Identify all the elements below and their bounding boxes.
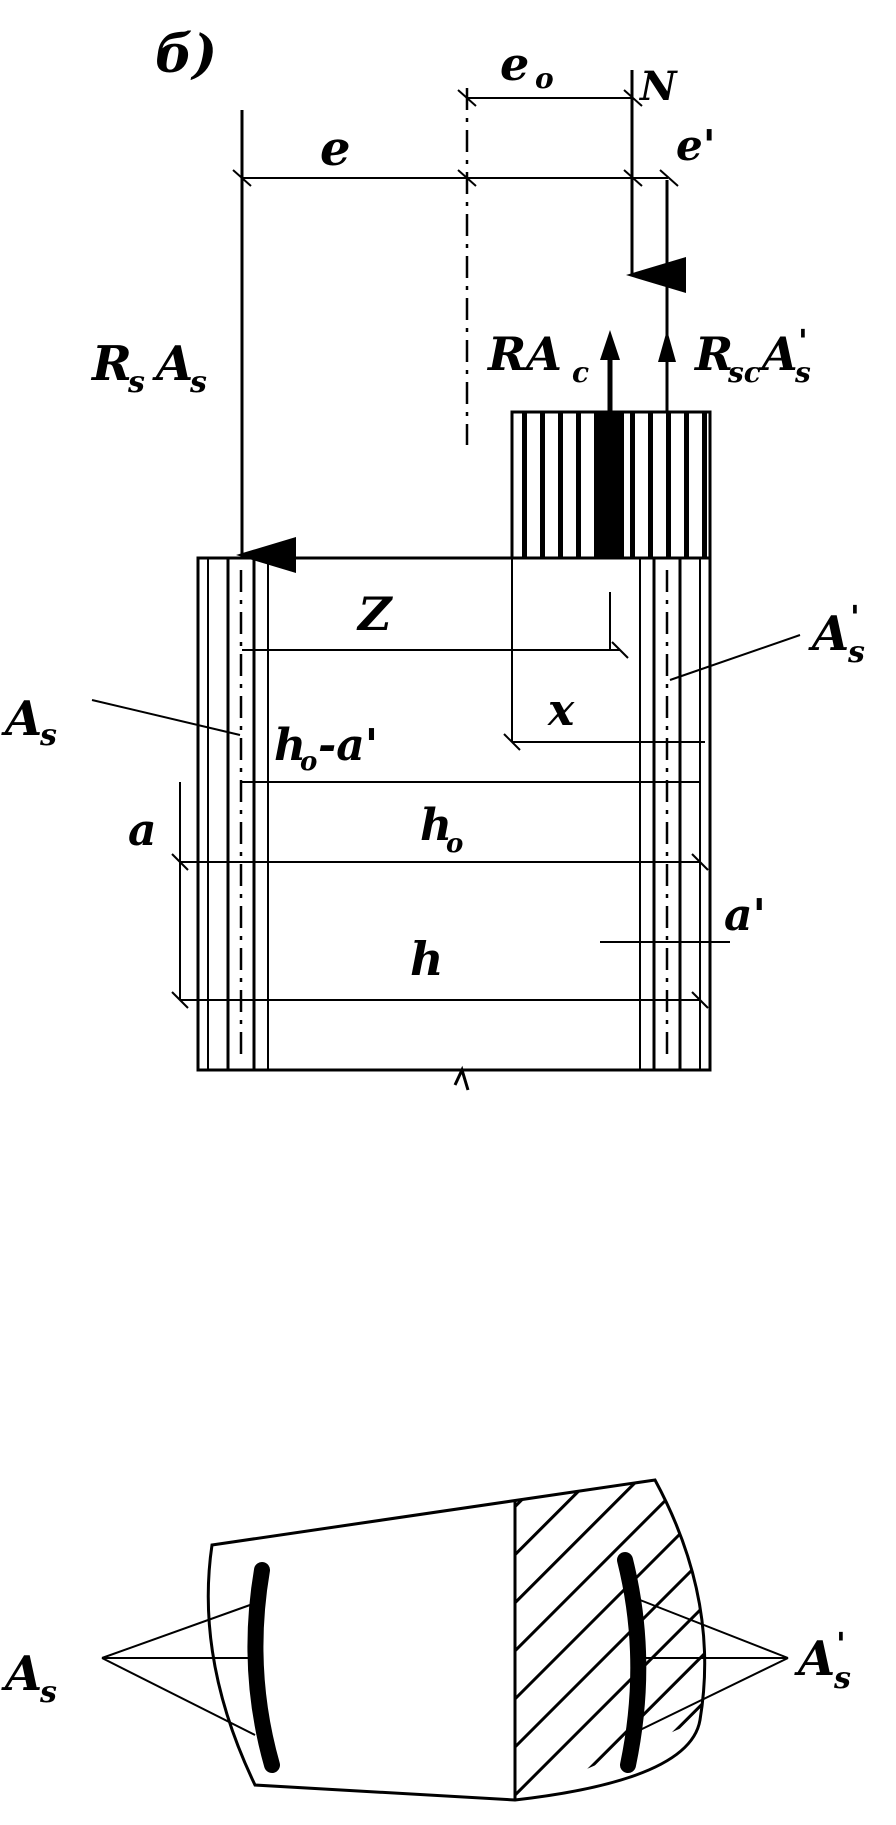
label-h0a: h bbox=[274, 720, 306, 771]
leaders-As-right bbox=[639, 1599, 789, 1731]
label-As-bottom: A bbox=[1, 1646, 42, 1702]
label-As-right: A bbox=[808, 606, 849, 662]
label-e0-sub: o bbox=[535, 62, 554, 95]
label-h0a-rest: -a' bbox=[318, 720, 378, 771]
compression-zone bbox=[510, 410, 712, 560]
label-As-prime-bottom-sub: s bbox=[833, 1661, 851, 1696]
rebar-right bbox=[617, 1552, 647, 1773]
label-h0-sub: o bbox=[446, 829, 463, 859]
label-a-prime: a' bbox=[724, 890, 766, 941]
label-e-prime: e' bbox=[676, 121, 716, 170]
section-outline bbox=[196, 556, 712, 1072]
label-Asc: A bbox=[758, 327, 798, 381]
label-x: x bbox=[547, 685, 575, 736]
label-RAc: RA bbox=[486, 327, 562, 381]
label-Rsc: R bbox=[693, 327, 733, 381]
label-As-left-sub: s bbox=[39, 718, 57, 753]
label-e0: e bbox=[500, 37, 529, 91]
label-As-prime-bottom: A bbox=[794, 1631, 835, 1687]
label-Rs-sub: s bbox=[127, 365, 145, 400]
label-Asc-prime: ' bbox=[798, 322, 808, 360]
label-Z: Z bbox=[356, 587, 393, 641]
left-reinforcement bbox=[207, 558, 269, 1070]
label-As-prime-bottom-mark: ' bbox=[836, 1625, 846, 1663]
leader-As-left bbox=[91, 699, 241, 736]
label-As-force-sub: s bbox=[189, 365, 207, 400]
label-a: a bbox=[128, 805, 157, 856]
label-As-force: A bbox=[152, 336, 193, 392]
label-h: h bbox=[410, 932, 443, 986]
section-diagram: б) bbox=[1, 24, 865, 1091]
dim-e bbox=[232, 169, 679, 187]
rebar-left bbox=[247, 1562, 280, 1773]
leaders-As-left bbox=[101, 1604, 256, 1736]
label-Asc-sub: s bbox=[794, 356, 811, 389]
label-As-right-sub: s bbox=[847, 635, 865, 670]
break-mark bbox=[453, 1065, 470, 1091]
hatched-zone bbox=[515, 1480, 705, 1800]
leader-As-right bbox=[669, 634, 801, 681]
label-h0: h bbox=[420, 800, 452, 851]
label-h0a-sub: o bbox=[300, 747, 317, 777]
label-Rs: R bbox=[90, 336, 132, 392]
cross-section-outline bbox=[206, 1478, 707, 1802]
label-RAc-sub: c bbox=[572, 356, 589, 389]
label-As-left: A bbox=[1, 691, 42, 747]
label-As-right-prime: ' bbox=[850, 598, 860, 636]
cross-section-diagram: A s A s ' bbox=[1, 1478, 851, 1802]
label-N: N bbox=[638, 63, 678, 110]
right-reinforcement bbox=[639, 558, 701, 1070]
panel-label: б) bbox=[155, 24, 217, 85]
label-Rsc-sub: sc bbox=[727, 356, 761, 389]
label-e: e bbox=[320, 121, 351, 177]
label-As-bottom-sub: s bbox=[39, 1675, 57, 1710]
